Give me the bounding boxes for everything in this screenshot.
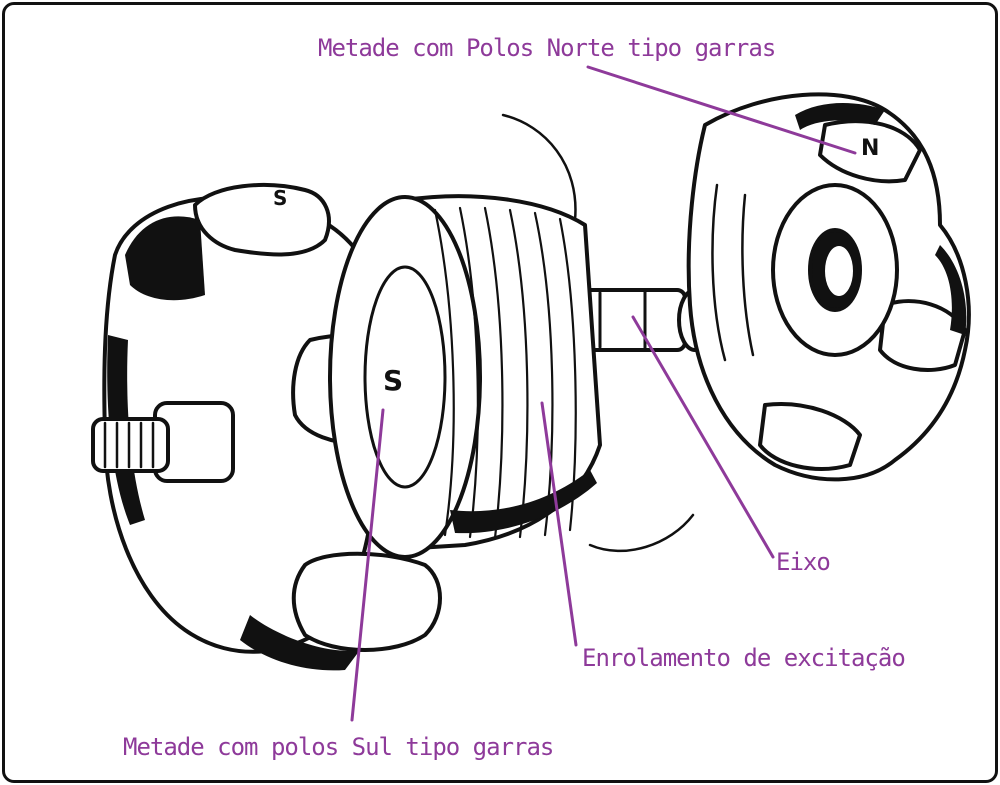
pole-mark-south-middle: S [383, 364, 403, 397]
label-south-half: Metade com polos Sul tipo garras [123, 733, 554, 761]
shaft-front [91, 401, 235, 483]
leader-line-south-half [350, 408, 385, 722]
label-excitation-winding: Enrolamento de excitação [582, 644, 906, 672]
label-shaft: Eixo [776, 548, 831, 576]
pole-mark-north-right: N [921, 326, 939, 351]
pole-mark-south-bottom: S [393, 596, 409, 621]
pole-mark-north-top: N [861, 136, 879, 161]
wire-end-bottom [588, 513, 695, 553]
wire-end-top [501, 113, 577, 222]
pole-mark-south-top: S [273, 186, 287, 210]
rotor-diagram: S S S N N [91, 65, 971, 722]
leader-line-north-half [586, 65, 857, 155]
leader-line-excitation-winding [540, 401, 578, 647]
label-north-half: Metade com Polos Norte tipo garras [318, 34, 776, 62]
north-claw-pole-half [686, 92, 971, 482]
excitation-winding [328, 194, 602, 559]
leader-line-shaft [631, 315, 775, 559]
